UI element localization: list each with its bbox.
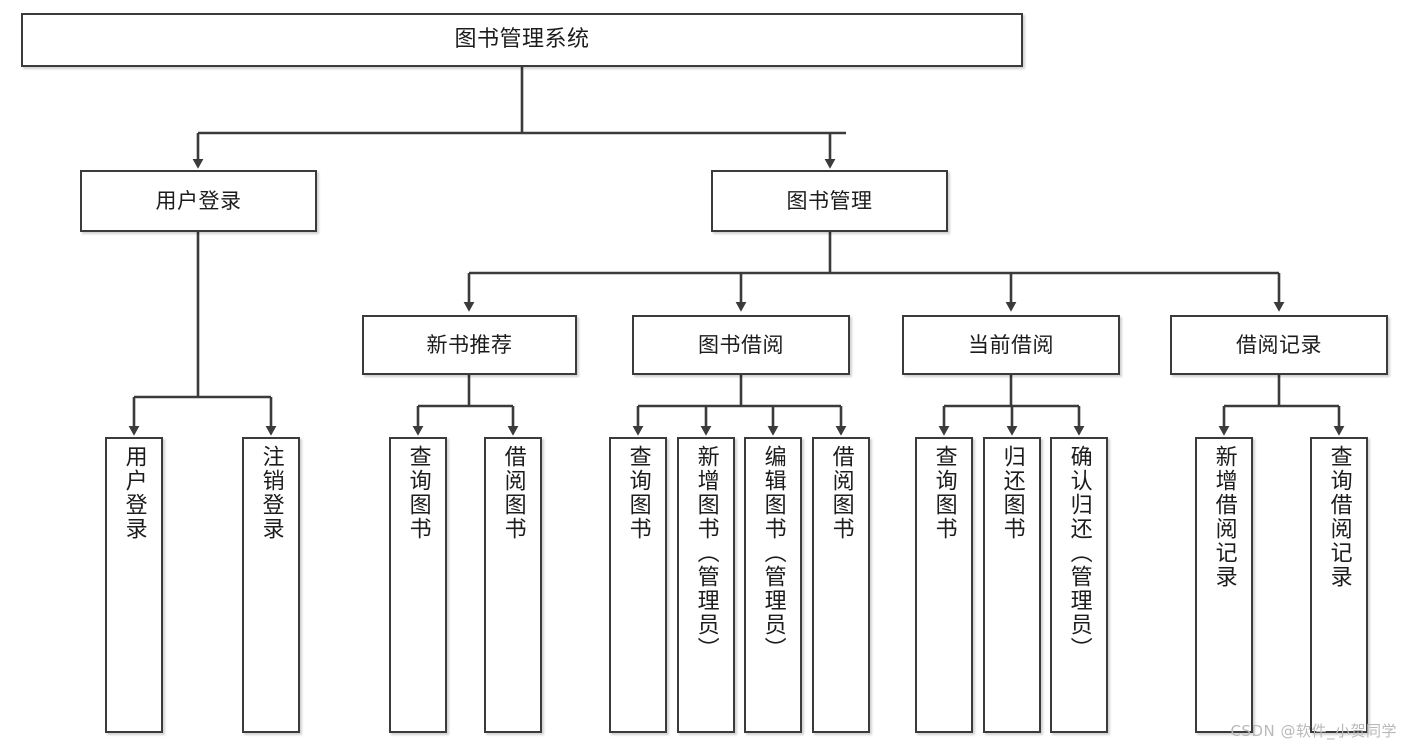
- node-book-borrow[interactable]: 图书借阅: [632, 315, 850, 375]
- node-book-manage-label: 图书管理: [786, 188, 873, 213]
- node-leaf-logout-label: 注销登录: [258, 445, 284, 541]
- node-borrow-record[interactable]: 借阅记录: [1170, 315, 1388, 375]
- node-book-borrow-label: 图书借阅: [698, 332, 784, 357]
- node-new-book-rec[interactable]: 新书推荐: [362, 315, 577, 375]
- node-leaf-query-record[interactable]: 查询借阅记录: [1310, 437, 1368, 733]
- node-leaf-query-book-2-label: 查询图书: [625, 445, 651, 541]
- node-leaf-query-book-3-label: 查询图书: [931, 445, 957, 541]
- node-leaf-query-book-1-label: 查询图书: [405, 445, 431, 541]
- node-leaf-borrow-book-1-label: 借阅图书: [500, 445, 526, 541]
- node-user-login-label: 用户登录: [155, 188, 242, 213]
- node-leaf-add-book[interactable]: 新增图书（管理员）: [677, 437, 735, 733]
- node-leaf-edit-book[interactable]: 编辑图书（管理员）: [744, 437, 802, 733]
- node-leaf-confirm-return-label: 确认归还（管理员）: [1066, 445, 1092, 661]
- node-leaf-query-book-2[interactable]: 查询图书: [609, 437, 667, 733]
- node-current-borrow[interactable]: 当前借阅: [902, 315, 1120, 375]
- node-leaf-user-login-label: 用户登录: [121, 445, 147, 541]
- node-book-manage[interactable]: 图书管理: [711, 170, 948, 232]
- node-new-book-rec-label: 新书推荐: [426, 332, 513, 357]
- node-leaf-logout[interactable]: 注销登录: [242, 437, 300, 733]
- node-leaf-borrow-book-1[interactable]: 借阅图书: [484, 437, 542, 733]
- node-current-borrow-label: 当前借阅: [968, 332, 1054, 357]
- node-user-login[interactable]: 用户登录: [80, 170, 317, 232]
- node-leaf-confirm-return[interactable]: 确认归还（管理员）: [1050, 437, 1108, 733]
- node-borrow-record-label: 借阅记录: [1236, 332, 1322, 357]
- node-leaf-return-book-label: 归还图书: [999, 445, 1025, 541]
- node-leaf-return-book[interactable]: 归还图书: [983, 437, 1041, 733]
- node-leaf-edit-book-label: 编辑图书（管理员）: [760, 445, 786, 661]
- node-leaf-add-record-label: 新增借阅记录: [1211, 445, 1237, 589]
- node-leaf-add-record[interactable]: 新增借阅记录: [1195, 437, 1253, 733]
- node-leaf-user-login[interactable]: 用户登录: [105, 437, 163, 733]
- node-leaf-query-book-1[interactable]: 查询图书: [389, 437, 447, 733]
- node-root-label: 图书管理系统: [454, 27, 590, 53]
- node-root[interactable]: 图书管理系统: [21, 13, 1023, 67]
- node-leaf-add-book-label: 新增图书（管理员）: [693, 445, 719, 661]
- node-leaf-borrow-book-2-label: 借阅图书: [828, 445, 854, 541]
- node-leaf-borrow-book-2[interactable]: 借阅图书: [812, 437, 870, 733]
- node-leaf-query-book-3[interactable]: 查询图书: [915, 437, 973, 733]
- node-leaf-query-record-label: 查询借阅记录: [1326, 445, 1352, 589]
